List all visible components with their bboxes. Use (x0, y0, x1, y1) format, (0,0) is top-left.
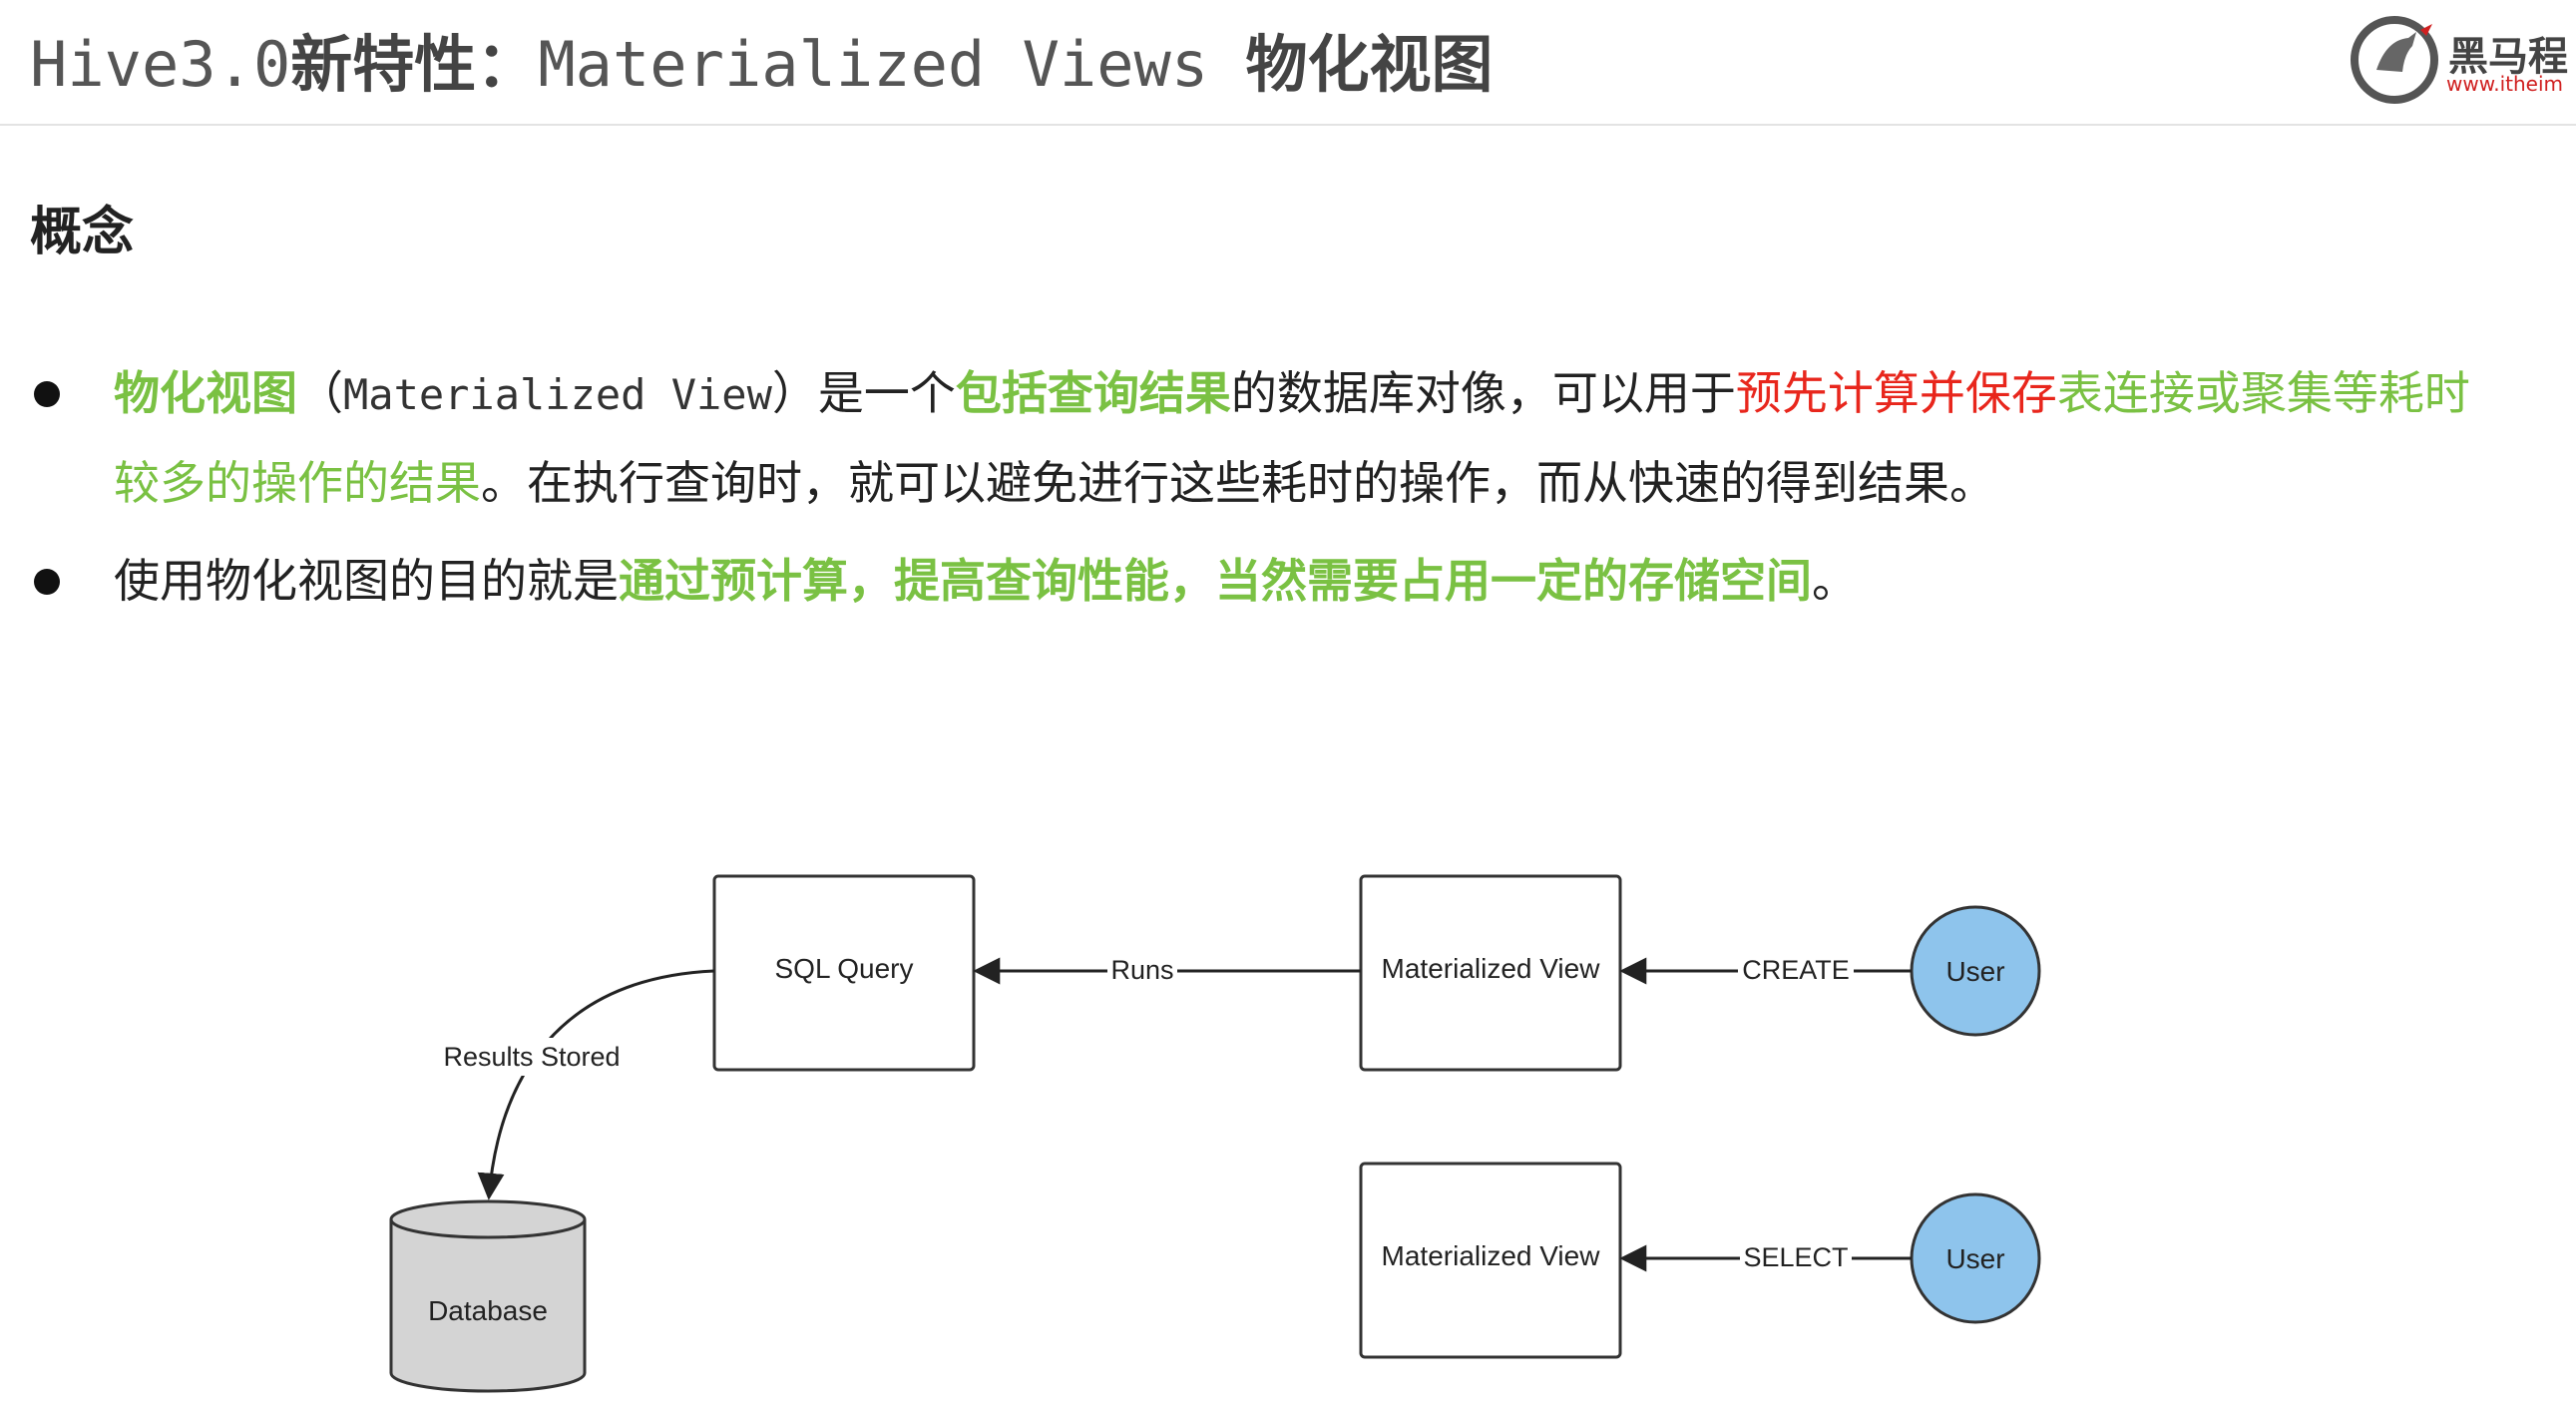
materialized-view-label-bottom: Materialized View (1382, 1240, 1601, 1271)
title-materialized-views: Materialized Views (538, 28, 1246, 101)
text-segment: 。 (1812, 554, 1858, 608)
slide-header: Hive3.0新特性：Materialized Views 物化视图 黑马程 w… (0, 0, 2576, 126)
text-segment: 使用物化视图的目的就是 (114, 554, 619, 608)
user-label-bottom: User (1945, 1243, 2004, 1274)
sql-query-label: SQL Query (774, 953, 913, 984)
title-wuhua-shitu: 物化视图 (1245, 28, 1494, 101)
select-label: SELECT (1743, 1242, 1848, 1272)
bullet-dot (34, 381, 60, 407)
create-label-bg (1738, 953, 1854, 989)
slide-title: Hive3.0新特性：Materialized Views 物化视图 (30, 20, 1494, 110)
database-cylinder (389, 1199, 587, 1393)
section-heading: 概念 (30, 203, 135, 262)
bullet-text: 物化视图（Materialized View）是一个包括查询结果的数据库对像，可… (114, 349, 2508, 527)
materialized-view-label-top: Materialized View (1382, 953, 1601, 984)
term-materialized-view: 物化视图 (114, 366, 297, 420)
highlight-join-aggregation: 表连接或聚集等耗时较多的操作的结果 (114, 366, 2470, 510)
runs-label: Runs (1110, 955, 1173, 985)
results-stored-label-bg (429, 1038, 629, 1076)
logo-url: www.itheim (2446, 72, 2564, 96)
runs-label-bg (1107, 953, 1177, 989)
results-stored-label: Results Stored (443, 1042, 620, 1072)
highlight-query-results: 包括查询结果 (955, 366, 1231, 420)
select-label-bg (1740, 1240, 1852, 1276)
user-label-top: User (1945, 956, 2004, 987)
title-new-features: 新特性： (290, 28, 539, 101)
logo-text: 黑马程 (2448, 34, 2568, 80)
create-label: CREATE (1742, 955, 1850, 985)
text-segment: （ (297, 366, 343, 420)
text-segment: 的数据库对像，可以用于 (1230, 366, 1736, 420)
horse-logo-icon (2351, 16, 2438, 104)
highlight-purpose: 通过预计算，提高查询性能，当然需要占用一定的存储空间 (619, 554, 1812, 608)
database-label: Database (428, 1295, 548, 1326)
bullet-text: 使用物化视图的目的就是通过预计算，提高查询性能，当然需要占用一定的存储空间。 (114, 537, 2508, 625)
bullet-dot (34, 569, 60, 595)
text-segment: ）是一个 (771, 366, 956, 420)
term-english: Materialized View (343, 370, 772, 419)
title-version: Hive3.0 (30, 28, 291, 101)
text-segment: 。在执行查询时，就可以避免进行这些耗时的操作，而从快速的得到结果。 (481, 456, 1995, 510)
results-stored-arrow (477, 969, 715, 1200)
highlight-precompute: 预先计算并保存 (1735, 366, 2057, 420)
brand-logo: 黑马程 www.itheim (2347, 10, 2576, 110)
